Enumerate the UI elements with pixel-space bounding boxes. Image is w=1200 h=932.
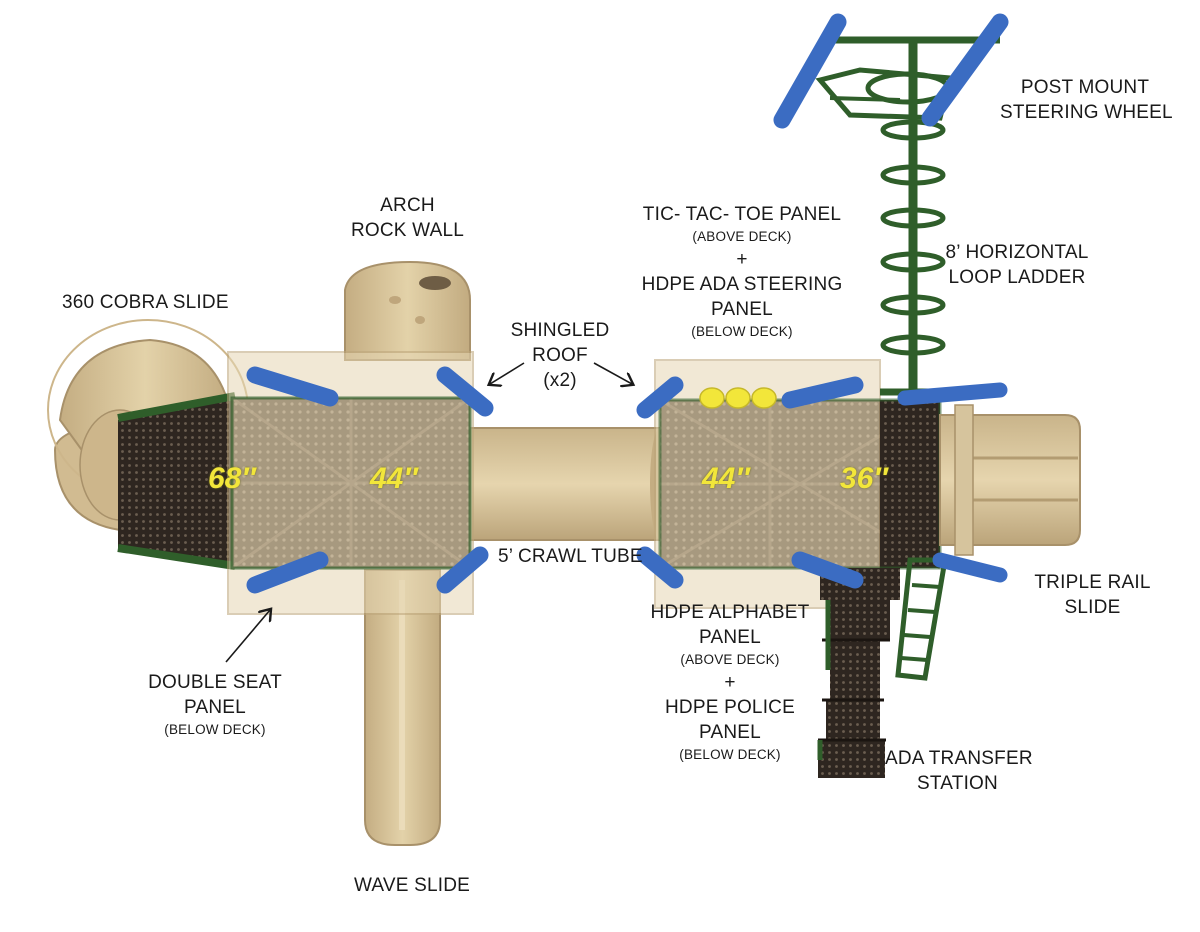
left-walkway [117,392,236,570]
tictactoe-steering-label: TIC- TAC- TOE PANEL (ABOVE DECK) + HDPE … [641,204,843,339]
wave-slide-label: WAVE SLIDE [354,875,471,896]
shingled-roof-label: SHINGLED ROOF (x2) [510,320,610,391]
cobra-slide-label: 360 COBRA SLIDE [62,292,229,313]
steering-wheel-label: POST MOUNT STEERING WHEEL [1000,77,1173,123]
dimension-36: 36″ [840,462,888,495]
ada-transfer-station [817,557,948,778]
left-deck [227,351,474,615]
ada-transfer-label: ADA TRANSFER STATION [885,748,1033,794]
triple-rail-slide-label: TRIPLE RAIL SLIDE [1034,572,1151,618]
label-arrows [225,362,632,663]
dimension-44-right: 44″ [702,462,750,495]
dimension-68: 68″ [208,462,256,495]
blue-posts [246,13,1009,594]
arch-rock-wall-label: ARCH ROCK WALL [350,195,464,241]
double-seat-label: DOUBLE SEAT PANEL (BELOW DECK) [148,672,282,737]
right-deck [654,359,942,609]
dimension-44-left: 44″ [370,462,418,495]
crawl-tube-label: 5’ CRAWL TUBE [498,546,643,567]
alphabet-police-label: HDPE ALPHABET PANEL (ABOVE DECK) + HDPE … [650,602,810,762]
loop-ladder-label: 8’ HORIZONTAL LOOP LADDER [945,242,1089,288]
arch-rock-wall [344,260,471,361]
triple-rail-slide [939,404,1081,556]
crawl-tube [469,427,670,541]
wave-slide [364,569,441,846]
